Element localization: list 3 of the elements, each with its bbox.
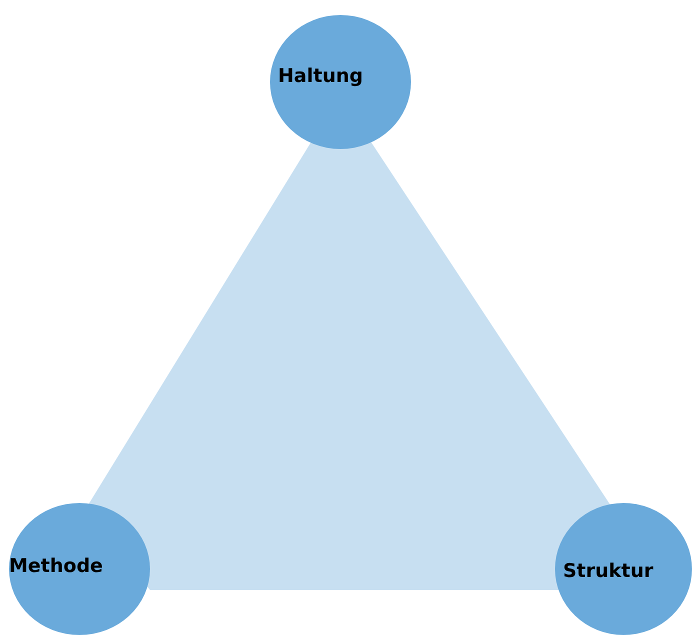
node-label: Haltung	[278, 65, 363, 87]
node-label: Methode	[9, 555, 103, 577]
node-label: Struktur	[563, 560, 654, 582]
